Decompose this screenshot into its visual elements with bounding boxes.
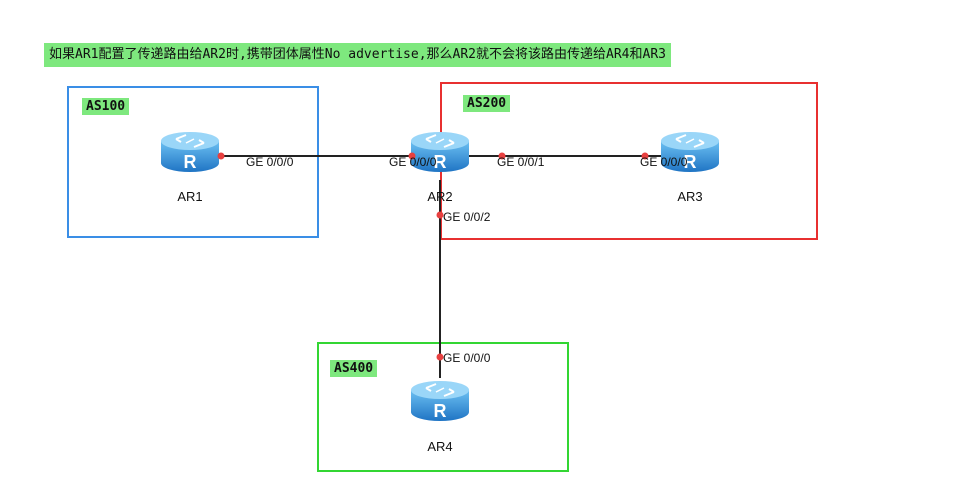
diagram-title: 如果AR1配置了传递路由给AR2时,携带团体属性No advertise,那么A… bbox=[44, 43, 671, 67]
port-label-ar4-ge000: GE 0/0/0 bbox=[443, 351, 491, 365]
as200-label: AS200 bbox=[463, 95, 511, 112]
port-label-ar2-ge000: GE 0/0/0 bbox=[389, 155, 437, 169]
router-label-ar4: AR4 bbox=[427, 439, 452, 454]
port-label-ar2-ge001: GE 0/0/1 bbox=[497, 155, 545, 169]
as400-box bbox=[317, 342, 569, 472]
port-label-ar3-ge000: GE 0/0/0 bbox=[640, 155, 688, 169]
router-label-ar3: AR3 bbox=[677, 189, 702, 204]
as100-box bbox=[67, 86, 319, 238]
as400-label: AS400 bbox=[330, 360, 378, 377]
port-dot-ar2-ge001 bbox=[498, 152, 506, 160]
router-ar4-icon[interactable] bbox=[410, 380, 470, 422]
port-dot-ar4-ge000 bbox=[436, 353, 444, 361]
router-label-ar2: AR2 bbox=[427, 189, 452, 204]
as100-label: AS100 bbox=[82, 98, 130, 115]
port-dot-ar2-ge000 bbox=[408, 152, 416, 160]
port-label-ar2-ge002: GE 0/0/2 bbox=[443, 210, 491, 224]
port-dot-ar2-ge002 bbox=[436, 211, 444, 219]
port-label-ar1-ge000: GE 0/0/0 bbox=[246, 155, 294, 169]
port-dot-ar1-ge000 bbox=[217, 152, 225, 160]
router-label-ar1: AR1 bbox=[177, 189, 202, 204]
router-ar1-icon[interactable] bbox=[160, 131, 220, 173]
port-dot-ar3-ge000 bbox=[641, 152, 649, 160]
